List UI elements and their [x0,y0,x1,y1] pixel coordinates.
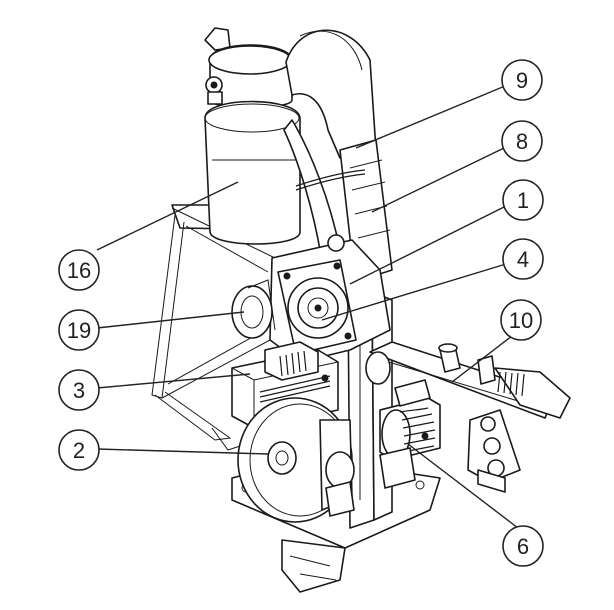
callout-19: 19 [58,309,100,351]
leader-2 [96,448,269,455]
callout-3-label: 3 [73,378,85,403]
leader-19 [96,311,245,329]
machine-illustration [151,27,571,593]
leader-3 [96,373,251,389]
side-motor [379,379,441,489]
intake-cone [231,279,276,339]
cyclone-collector [204,27,301,245]
callout-2: 2 [58,429,100,471]
callout-9-label: 9 [516,68,528,93]
callout-2-label: 2 [73,438,85,463]
leader-1 [349,205,507,285]
callout-1-label: 1 [517,188,529,213]
callout-4: 4 [502,238,544,280]
callout-16-label: 16 [67,258,91,283]
auger-assembly [365,341,571,493]
callout-8: 8 [501,120,543,162]
blower-housing [269,234,391,363]
leader-6 [407,443,519,529]
leader-8 [371,147,505,213]
callout-8-label: 8 [516,129,528,154]
drive-pulley [237,397,355,523]
leader-4 [321,263,507,321]
leader-10 [451,335,513,383]
callout-6-label: 6 [517,534,529,559]
callout-6: 6 [502,525,544,567]
callout-16: 16 [58,249,100,291]
callout-4-label: 4 [517,247,529,272]
callout-10: 10 [500,299,542,341]
leader-16 [96,181,239,251]
callout-10-label: 10 [509,308,533,333]
leader-lines [96,85,519,529]
callout-19-label: 19 [67,318,91,343]
callout-3: 3 [58,369,100,411]
leader-9 [355,85,506,149]
callout-1: 1 [502,179,544,221]
callout-9: 9 [501,59,543,101]
